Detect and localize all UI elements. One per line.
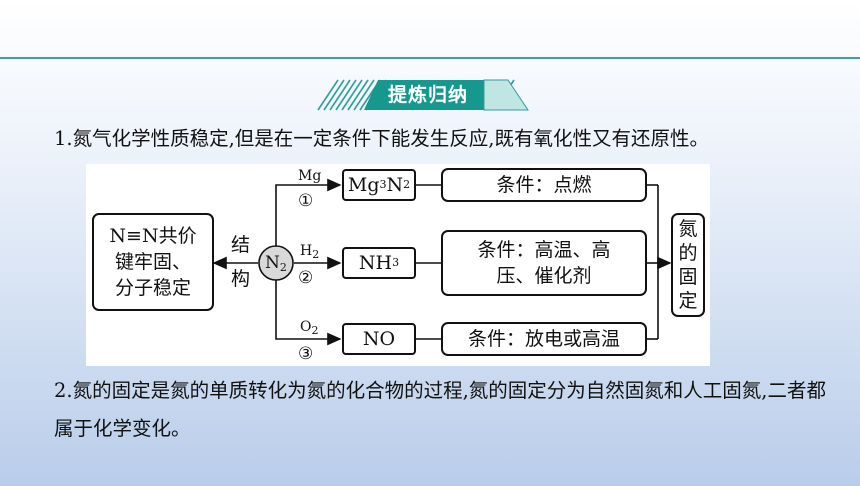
product-1-b: N bbox=[386, 174, 404, 196]
reagent-2: H2 bbox=[300, 240, 319, 266]
product-3-a: NO bbox=[362, 328, 396, 350]
reagent-1-text: Mg bbox=[298, 168, 322, 184]
section-banner-title: 提炼归纳 bbox=[387, 84, 468, 106]
structure-box: N≡N共价 键牢固、 分子稳定 bbox=[92, 213, 214, 311]
struct-label-1: 结 bbox=[231, 234, 251, 256]
condition-2-line-2: 压、催化剂 bbox=[496, 265, 592, 287]
condition-1: 条件：点燃 bbox=[441, 168, 647, 202]
fixation-char-4: 定 bbox=[678, 290, 698, 312]
product-1-a: Mg bbox=[347, 174, 380, 196]
struct-label-2: 构 bbox=[231, 268, 251, 290]
reagent-3-text: O bbox=[300, 319, 312, 335]
top-rule bbox=[0, 57, 860, 59]
structure-line-2: 键牢固、 bbox=[114, 251, 191, 273]
fixation-char-3: 固 bbox=[678, 266, 698, 288]
n2-sub: 2 bbox=[279, 261, 287, 274]
diagram-connectors bbox=[212, 178, 672, 346]
n2-symbol: N bbox=[265, 253, 280, 273]
product-2-sub1: 3 bbox=[392, 256, 400, 269]
route-num-2: ② bbox=[298, 268, 314, 288]
product-1-sub2: 2 bbox=[403, 178, 411, 191]
n2-center: N2 bbox=[265, 252, 287, 279]
product-1-sub1: 3 bbox=[379, 178, 387, 191]
reagent-2-sub: 2 bbox=[312, 248, 320, 261]
structure-line-3: 分子稳定 bbox=[114, 277, 191, 299]
condition-3: 条件：放电或高温 bbox=[441, 322, 647, 356]
fixation-box: 氮 的 固 定 bbox=[671, 213, 705, 317]
structure-line-1: N≡N共价 bbox=[109, 225, 197, 247]
reagent-3: O2 bbox=[300, 316, 318, 342]
product-2-a: NH bbox=[358, 252, 393, 274]
nitrogen-diagram: N≡N共价 键牢固、 分子稳定 结 构 N2 Mg ① H2 ② O2 ③ Mg… bbox=[86, 164, 710, 366]
fixation-char-1: 氮 bbox=[678, 218, 698, 240]
reagent-2-text: H bbox=[300, 243, 313, 259]
condition-2-line-1: 条件：高温、高 bbox=[477, 239, 611, 261]
condition-2: 条件：高温、高 压、催化剂 bbox=[441, 230, 647, 296]
paragraph-1: 1.氮气化学性质稳定,但是在一定条件下能发生反应,既有氧化性又有还原性。 bbox=[54, 127, 710, 150]
section-banner bbox=[317, 79, 529, 111]
paragraph-2: 2.氮的固定是氮的单质转化为氮的化合物的过程,氮的固定分为自然固氮和人工固氮,二… bbox=[54, 379, 827, 440]
product-no: NO bbox=[342, 323, 416, 355]
reagent-3-sub: 2 bbox=[311, 324, 319, 337]
route-num-1: ① bbox=[298, 191, 314, 211]
route-num-3: ③ bbox=[298, 344, 314, 364]
fixation-char-2: 的 bbox=[678, 242, 698, 264]
reagent-1: Mg bbox=[298, 165, 321, 187]
